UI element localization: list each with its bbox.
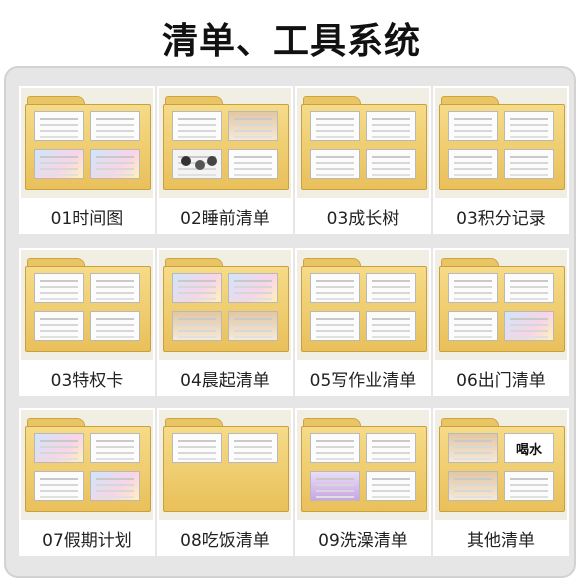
folder-preview: [159, 410, 291, 520]
folder-icon: [25, 266, 151, 352]
folder-icon: [301, 426, 427, 512]
folder-icon: [25, 426, 151, 512]
folder-item-02-bedtime-list[interactable]: 02睡前清单: [157, 86, 293, 234]
folder-icon: [439, 266, 565, 352]
folder-icon: [163, 266, 289, 352]
folder-icon: [163, 426, 289, 512]
folder-label: 02睡前清单: [180, 209, 270, 229]
folder-item-06-going-out-list[interactable]: 06出门清单: [433, 248, 569, 396]
folder-preview: [297, 88, 429, 198]
folder-icon: 喝水: [439, 426, 565, 512]
folder-preview: [435, 88, 567, 198]
folder-label: 其他清单: [467, 531, 535, 551]
folder-label: 09洗澡清单: [318, 531, 408, 551]
folder-label: 03积分记录: [456, 209, 546, 229]
folder-icon: [163, 104, 289, 190]
folder-preview: [21, 410, 153, 520]
folder-preview: [21, 88, 153, 198]
folder-label: 04晨起清单: [180, 371, 270, 391]
folder-icon: [301, 104, 427, 190]
folder-icon: [25, 104, 151, 190]
folder-item-03-growth-tree[interactable]: 03成长树: [295, 86, 431, 234]
folder-panel: 01时间图 02睡前清单 03成长树: [4, 66, 576, 578]
folder-item-03-privilege-card[interactable]: 03特权卡: [19, 248, 155, 396]
folder-item-04-morning-list[interactable]: 04晨起清单: [157, 248, 293, 396]
folder-item-08-meal-list[interactable]: 08吃饭清单: [157, 408, 293, 556]
folder-item-05-homework-list[interactable]: 05写作业清单: [295, 248, 431, 396]
folder-preview: [297, 250, 429, 360]
folder-label: 03成长树: [326, 209, 400, 229]
folder-item-other-lists[interactable]: 喝水 其他清单: [433, 408, 569, 556]
folder-label: 06出门清单: [456, 371, 546, 391]
folder-item-07-holiday-plan[interactable]: 07假期计划: [19, 408, 155, 556]
folder-preview: [21, 250, 153, 360]
drink-water-badge: 喝水: [515, 442, 542, 458]
folder-preview: [297, 410, 429, 520]
page-title: 清单、工具系统: [161, 21, 421, 62]
folder-label: 03特权卡: [50, 371, 124, 391]
folder-item-09-bath-list[interactable]: 09洗澡清单: [295, 408, 431, 556]
folder-label: 07假期计划: [42, 531, 132, 551]
folder-preview: [159, 250, 291, 360]
folder-label: 01时间图: [50, 209, 124, 229]
folder-item-01-time-chart[interactable]: 01时间图: [19, 86, 155, 234]
folder-icon: [301, 266, 427, 352]
folder-icon: [439, 104, 565, 190]
folder-preview: [159, 88, 291, 198]
folder-preview: 喝水: [435, 410, 567, 520]
folder-preview: [435, 250, 567, 360]
folder-label: 05写作业清单: [309, 371, 417, 391]
folder-item-03-points-record[interactable]: 03积分记录: [433, 86, 569, 234]
folder-label: 08吃饭清单: [180, 531, 270, 551]
